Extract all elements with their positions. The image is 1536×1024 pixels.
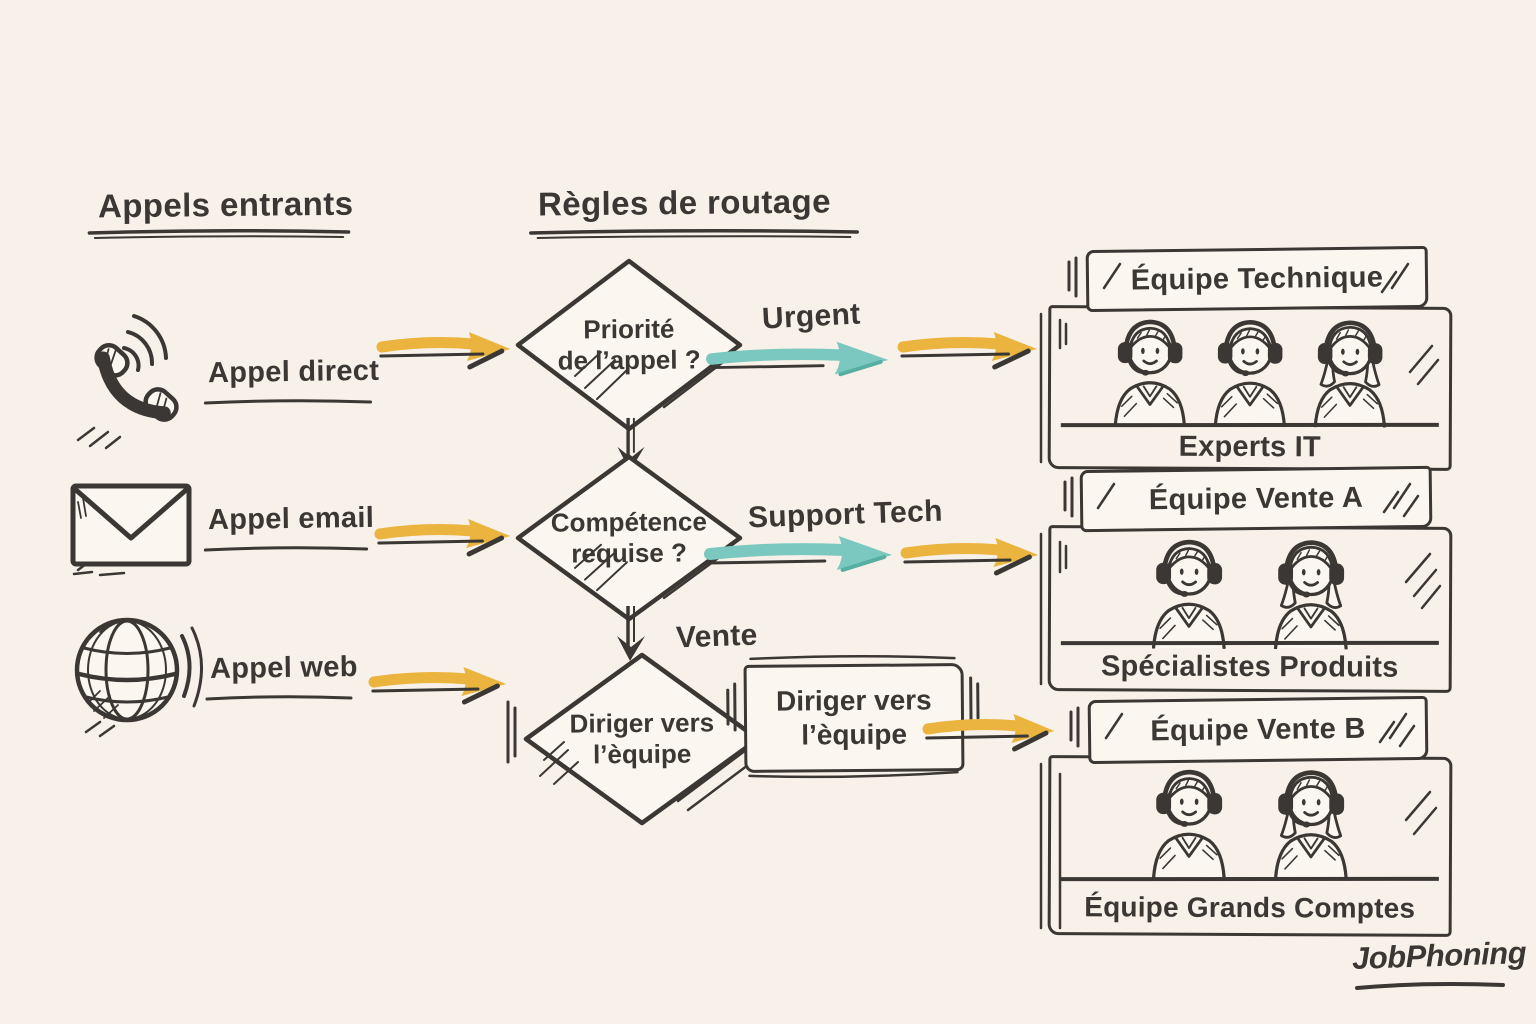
team-box-technique: Experts IT Équipe Technique xyxy=(1039,244,1453,471)
desk-line xyxy=(1060,422,1439,428)
agent-avatar-icon xyxy=(1137,533,1242,649)
branch-arrow-icon xyxy=(706,336,898,382)
source-label-direct: Appel direct xyxy=(207,354,380,390)
branch-label-urgent: Urgent xyxy=(761,297,862,336)
source-underline xyxy=(202,398,374,408)
desk-line xyxy=(1060,640,1439,646)
team-header: Équipe Vente A xyxy=(1079,465,1433,533)
flow-arrow-icon xyxy=(897,328,1045,370)
agent-avatar-icon xyxy=(1100,312,1200,426)
agent-avatar-icon xyxy=(1200,313,1300,427)
team-box-vente-b: Équipe Grands Comptes Équipe Vente B xyxy=(1039,690,1453,937)
routing-heading-underline xyxy=(524,228,864,242)
team-panel: Équipe Grands Comptes xyxy=(1047,755,1453,937)
flow-arrow-icon xyxy=(922,710,1062,752)
sources-heading-underline xyxy=(84,228,354,242)
agent-avatar-icon xyxy=(1137,763,1242,879)
team-box-vente-a: Spécialistes Produits Équipe Vente A xyxy=(1039,462,1453,693)
team-title: Équipe Vente B xyxy=(1150,712,1366,747)
brand-logo-underline xyxy=(1354,980,1506,994)
desk-line xyxy=(1060,876,1439,882)
down-arrow-icon xyxy=(614,604,648,664)
decision-line: Compétence xyxy=(550,506,708,539)
decision-line: de l’appel ? xyxy=(557,344,701,376)
decision-line: requise ? xyxy=(571,537,688,569)
team-avatars xyxy=(1051,762,1450,880)
agent-avatar-icon xyxy=(1300,313,1400,427)
team-panel: Experts IT xyxy=(1047,305,1453,471)
branch-arrow-icon xyxy=(704,530,902,578)
team-title: Équipe Technique xyxy=(1130,260,1384,297)
team-title: Équipe Vente A xyxy=(1148,481,1364,516)
team-panel: Spécialistes Produits xyxy=(1047,525,1453,693)
team-caption: Équipe Grands Comptes xyxy=(1084,891,1416,924)
flow-arrow-icon xyxy=(900,534,1046,576)
brand-logo: JobPhoning xyxy=(1351,934,1527,977)
agent-avatar-icon xyxy=(1259,763,1364,879)
routing-heading: Règles de routage xyxy=(537,182,832,223)
globe-icon xyxy=(70,608,203,738)
source-label-email: Appel email xyxy=(207,501,375,537)
flow-arrow-icon xyxy=(376,328,518,370)
team-header: Équipe Vente B xyxy=(1087,695,1429,765)
envelope-icon xyxy=(66,478,198,580)
team-caption: Spécialistes Produits xyxy=(1100,650,1399,684)
decision-line: Priorité xyxy=(583,313,675,345)
action-box-line: l’èquipe xyxy=(801,718,908,751)
decision-diriger: Diriger vers l’èquipe xyxy=(506,650,764,828)
source-label-web: Appel web xyxy=(209,650,358,686)
flow-arrow-icon xyxy=(368,663,514,705)
team-avatars xyxy=(1051,532,1450,650)
decision-line: Diriger vers xyxy=(569,707,715,739)
agent-avatar-icon xyxy=(1259,533,1364,649)
source-underline xyxy=(204,694,354,704)
team-header: Équipe Technique xyxy=(1085,245,1429,313)
team-avatars xyxy=(1051,312,1449,428)
flow-arrow-icon xyxy=(374,515,518,557)
phone-icon xyxy=(72,314,194,450)
decision-line: l’èquipe xyxy=(592,738,692,770)
team-caption: Experts IT xyxy=(1178,430,1321,464)
action-box-line: Diriger vers xyxy=(775,684,932,718)
source-underline xyxy=(202,545,370,555)
sources-heading: Appels entrants xyxy=(97,184,354,225)
